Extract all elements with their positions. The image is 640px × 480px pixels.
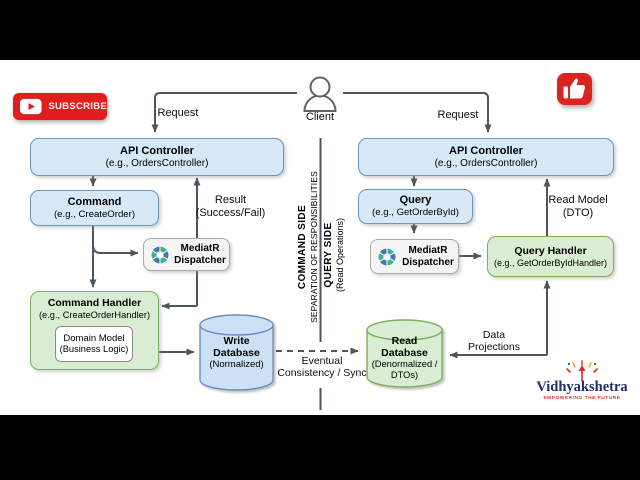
- api-controller-right-subtitle: (e.g., OrdersController): [434, 157, 538, 169]
- domain-model-box: Domain Model (Business Logic): [55, 326, 133, 362]
- write-database-cylinder: [199, 314, 274, 391]
- logo-sunburst-icon: [566, 360, 598, 381]
- result-label: Result (Success/Fail): [195, 194, 266, 219]
- mediatr-left-line2: Dispatcher: [174, 254, 226, 266]
- mediatr-gear-icon: [150, 244, 170, 265]
- client-person-icon: [303, 76, 337, 112]
- request-left-label: Request: [157, 107, 199, 119]
- api-controller-right-box: API Controller (e.g., OrdersController): [358, 138, 614, 176]
- mediatr-left-line1: MediatR: [180, 243, 220, 254]
- query-handler-box: Query Handler (e.g., GetOrderByIdHandler…: [487, 236, 614, 277]
- arrow-client-to-left-api: [151, 92, 297, 133]
- mediatr-dispatcher-right-box: MediatR Dispatcher: [370, 239, 459, 274]
- logo-name: Vidhyakshetra: [536, 379, 628, 395]
- data-projections-label: Data Projections: [468, 329, 520, 353]
- query-title: Query: [399, 194, 432, 206]
- api-controller-left-subtitle: (e.g., OrdersController): [105, 157, 209, 169]
- like-button[interactable]: [557, 73, 592, 105]
- command-box: Command (e.g., CreateOrder): [30, 190, 159, 226]
- client-label: Client: [305, 111, 335, 123]
- write-database-label: Write Database (Normalized): [209, 335, 264, 370]
- read-model-label: Read Model (DTO): [548, 194, 608, 219]
- letterbox-top: [0, 0, 640, 60]
- read-database-cylinder: [366, 319, 443, 388]
- command-handler-subtitle: (e.g., CreateOrderHandler): [38, 310, 151, 320]
- mediatr-right-line1: MediatR: [408, 245, 448, 256]
- query-side-caption: QUERY SIDE (Read Operations): [323, 217, 345, 293]
- domain-model-line1: Domain Model: [63, 333, 125, 344]
- eventual-consistency-label: Eventual Consistency / Sync: [277, 355, 367, 379]
- query-handler-subtitle: (e.g., GetOrderByIdHandler): [493, 257, 608, 268]
- mediatr-right-line2: Dispatcher: [402, 256, 454, 268]
- query-handler-title: Query Handler: [514, 244, 587, 257]
- logo-tagline: EMPOWERING THE FUTURE: [543, 396, 621, 401]
- arrow-command-to-dispatcher: [92, 244, 139, 257]
- vidhyakshetra-logo: Vidhyakshetra EMPOWERING THE FUTURE: [526, 360, 638, 412]
- subscribe-button[interactable]: SUBSCRIBE: [13, 93, 107, 120]
- api-controller-left-box: API Controller (e.g., OrdersController): [30, 138, 284, 176]
- read-database-label: Read Database (Denormalized / DTOs): [371, 335, 438, 380]
- subscribe-label: SUBSCRIBE: [48, 101, 107, 112]
- command-title: Command: [67, 195, 122, 208]
- request-right-label: Request: [437, 109, 479, 121]
- thumbs-up-icon: [563, 78, 585, 99]
- youtube-play-icon: [20, 98, 42, 114]
- command-handler-title: Command Handler: [47, 297, 142, 309]
- query-subtitle: (e.g., GetOrderById): [372, 207, 459, 218]
- command-side-caption: COMMAND SIDE SEPARATION OF RESPONSIBILIT…: [297, 171, 319, 323]
- query-box: Query (e.g., GetOrderById): [358, 189, 473, 224]
- letterbox-bottom: [0, 415, 640, 480]
- api-controller-right-title: API Controller: [449, 144, 523, 157]
- domain-model-line2: (Business Logic): [59, 344, 129, 354]
- mediatr-dispatcher-left-box: MediatR Dispatcher: [143, 238, 230, 271]
- mediatr-gear-icon: [377, 246, 397, 267]
- command-subtitle: (e.g., CreateOrder): [53, 208, 136, 220]
- arrow-client-to-right-api: [343, 92, 492, 133]
- api-controller-left-title: API Controller: [120, 144, 194, 157]
